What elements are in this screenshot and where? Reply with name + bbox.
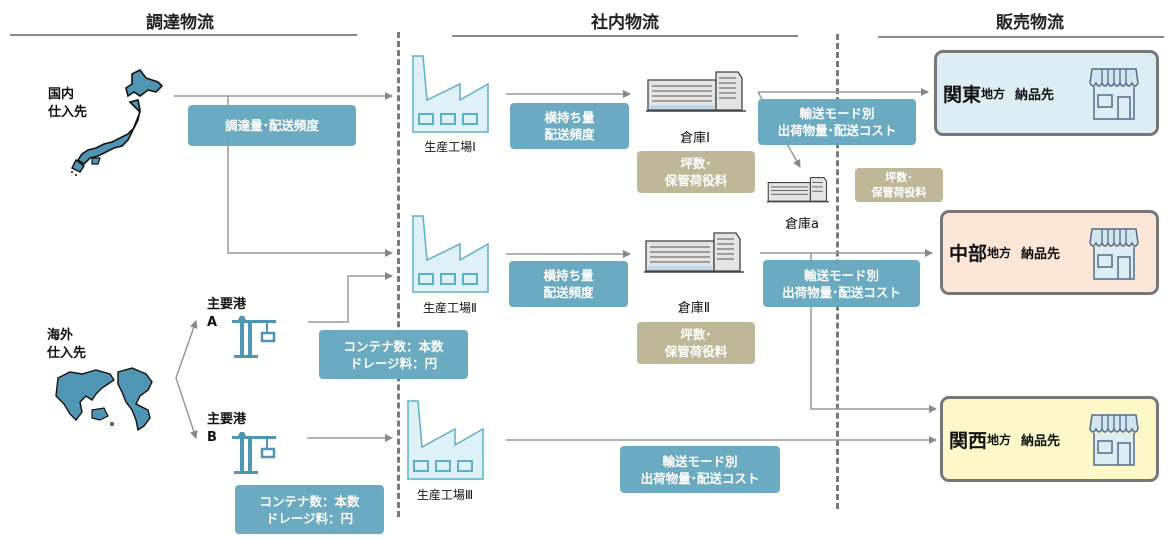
destination-kanto: 関東 地方 納品先	[934, 50, 1159, 136]
arrow-domestic-to-factory2	[227, 96, 393, 257]
floor-area-text: 坪数･	[680, 156, 712, 171]
shipping-box-3: 輸送モード別 出荷物量･配送コスト	[620, 446, 780, 493]
shop-icon	[1089, 227, 1139, 280]
section-underline-sales	[878, 36, 1164, 38]
delivery-target: 納品先	[1021, 433, 1061, 449]
floor-area-text: 坪数･	[885, 171, 913, 184]
warehouse-building-icon	[644, 232, 744, 273]
destination-chubu: 中部 地方 納品先	[940, 210, 1159, 295]
arrow-portA-to-factory2	[308, 272, 393, 323]
delivery-frequency-text: 配送頻度	[543, 285, 594, 300]
storage-box-a: 坪数･ 保管荷役料	[855, 168, 943, 202]
region-name: 関東	[943, 83, 982, 106]
shipping-box-2: 輸送モード別 出荷物量･配送コスト	[763, 260, 920, 307]
region-suffix: 地方	[981, 86, 1006, 101]
port-crane-icon	[232, 316, 276, 358]
port-crane-icon	[232, 432, 276, 474]
transport-mode-text: 輸送モード別	[799, 106, 875, 121]
port-a-id: A	[207, 315, 218, 330]
region-suffix: 地方	[987, 246, 1012, 260]
port-b-name: 主要港	[207, 412, 247, 427]
container-count-text: コンテナ数：本数	[259, 493, 360, 509]
storage-box-1: 坪数･ 保管荷役料	[637, 151, 755, 193]
section-title-sales: 販売物流	[996, 13, 1064, 33]
container-box-b: コンテナ数：本数 ドレージ料：円	[235, 485, 384, 534]
storage-handling-fee-text: 保管荷役料	[664, 173, 728, 188]
transfer-box-2: 横持ち量 配送頻度	[509, 261, 628, 307]
storage-handling-fee-text: 保管荷役料	[871, 186, 927, 199]
region-name: 関西	[949, 429, 988, 452]
region-suffix: 地方	[987, 432, 1012, 447]
shipment-volume-cost-text: 出荷物量･配送コスト	[782, 284, 901, 300]
destination-kansai: 関西 地方 納品先	[940, 396, 1159, 482]
port-b-label: 主要港 B	[207, 411, 246, 447]
warehouse-2-label: 倉庫Ⅱ	[677, 301, 711, 316]
arrow-overseas-to-portB	[175, 377, 198, 439]
transfer-volume-text: 横持ち量	[543, 268, 594, 283]
factory-1-label: 生産工場Ⅰ	[424, 140, 476, 154]
procurement-volume-text: 調達量･配送頻度	[225, 118, 319, 133]
factory-2-label: 生産工場Ⅱ	[423, 301, 477, 315]
overseas-label-line2: 仕入先	[47, 346, 87, 361]
section-underline-internal	[452, 35, 798, 37]
procurement-volume-box: 調達量･配送頻度	[188, 105, 356, 146]
port-a-label: 主要港 A	[207, 296, 246, 332]
domestic-label-line2: 仕入先	[48, 105, 88, 120]
domestic-supplier-label: 国内 仕入先	[48, 86, 87, 122]
port-a-name: 主要港	[207, 297, 247, 312]
factory-icon	[412, 55, 489, 133]
factory-icon	[412, 215, 489, 293]
storage-handling-fee-text: 保管荷役料	[664, 344, 728, 359]
overseas-label-line1: 海外	[47, 328, 74, 343]
factory-icon	[407, 400, 484, 480]
section-title-internal: 社内物流	[591, 13, 659, 33]
divider-procurement-internal	[397, 32, 400, 517]
section-title-procurement: 調達物流	[146, 13, 214, 33]
transport-mode-text: 輸送モード別	[662, 453, 738, 469]
factory-3-label: 生産工場Ⅲ	[416, 488, 474, 502]
shipping-box-1: 輸送モード別 出荷物量･配送コスト	[758, 99, 916, 145]
domestic-label-line1: 国内	[48, 87, 75, 102]
arrow-overseas-to-portA	[175, 320, 198, 379]
warehouse-building-icon	[646, 71, 746, 112]
storage-box-2: 坪数･ 保管荷役料	[637, 322, 755, 364]
floor-area-text: 坪数･	[680, 327, 712, 342]
port-b-id: B	[207, 430, 217, 445]
delivery-target: 納品先	[1015, 87, 1055, 103]
transport-mode-text: 輸送モード別	[803, 267, 879, 283]
warehouse-building-icon	[767, 177, 829, 203]
drayage-fee-text: ドレージ料：円	[265, 510, 354, 526]
warehouse-a-label: 倉庫a	[785, 217, 819, 232]
container-box-a: コンテナ数：本数 ドレージ料：円	[319, 330, 468, 379]
warehouse-1-label: 倉庫Ⅰ	[680, 131, 710, 146]
shop-icon	[1089, 414, 1139, 466]
section-underline-procurement	[10, 34, 357, 36]
drayage-fee-text: ドレージ料：円	[349, 355, 438, 371]
region-name: 中部	[949, 243, 988, 265]
world-map-icon	[55, 367, 153, 432]
container-count-text: コンテナ数：本数	[343, 338, 444, 354]
shipment-volume-cost-text: 出荷物量･配送コスト	[640, 470, 760, 486]
overseas-supplier-label: 海外 仕入先	[47, 327, 86, 363]
delivery-frequency-text: 配送頻度	[544, 127, 595, 142]
japan-map-icon	[71, 68, 164, 176]
delivery-target: 納品先	[1021, 247, 1061, 262]
shipment-volume-cost-text: 出荷物量･配送コスト	[777, 123, 897, 138]
transfer-volume-text: 横持ち量	[544, 110, 595, 125]
shop-icon	[1089, 68, 1139, 120]
transfer-box-1: 横持ち量 配送頻度	[510, 103, 629, 149]
